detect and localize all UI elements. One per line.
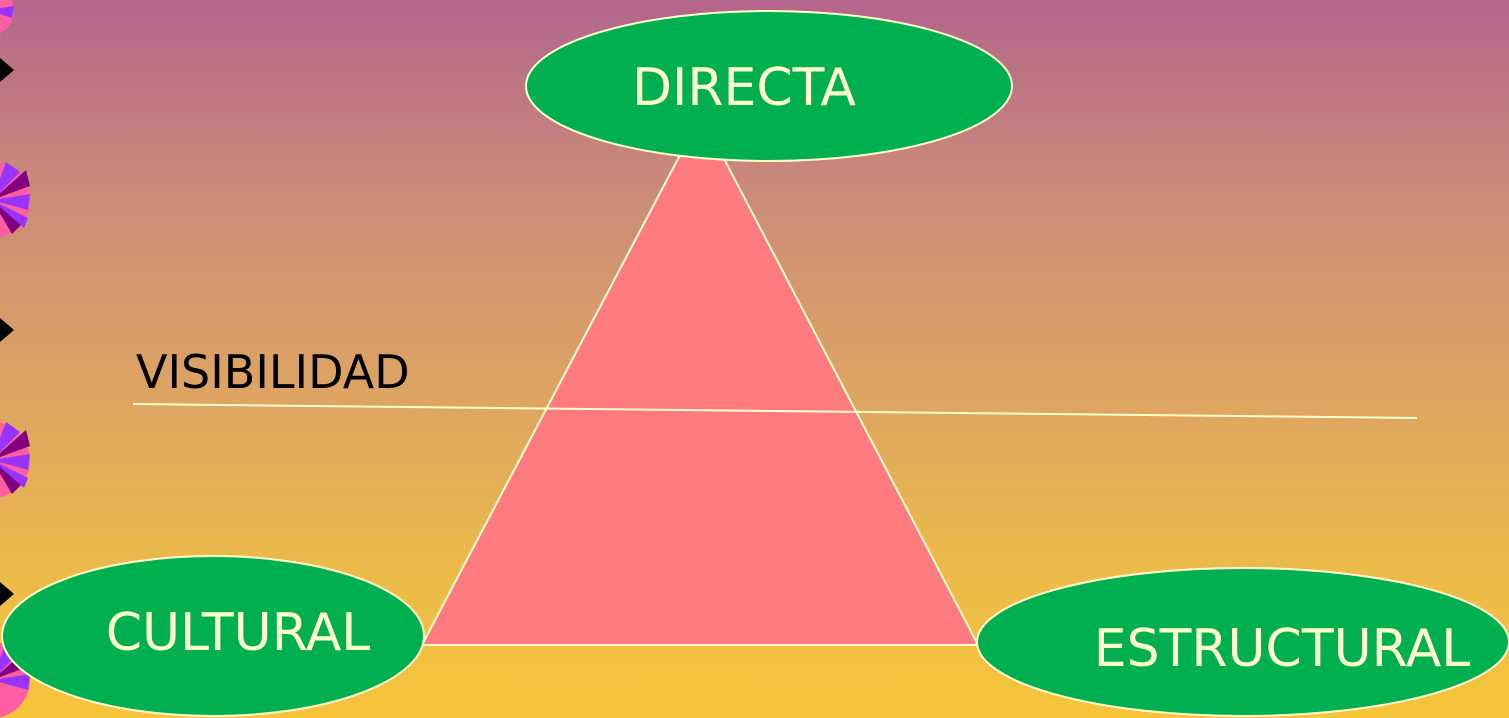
node-directa-label: DIRECTA xyxy=(632,58,856,118)
violence-triangle xyxy=(420,154,980,646)
node-cultural: CULTURAL xyxy=(1,555,425,717)
visibility-label: VISIBILIDAD xyxy=(136,345,410,399)
node-directa-shape xyxy=(525,10,1013,162)
node-directa: DIRECTA xyxy=(525,10,1013,162)
visibility-line xyxy=(132,403,1418,419)
node-estructural-shape xyxy=(976,567,1509,717)
pinwheel-icon xyxy=(0,162,30,238)
pinwheel-icon xyxy=(0,422,30,498)
bullet-arrow-icon xyxy=(0,58,14,82)
node-cultural-shape xyxy=(1,555,425,717)
pinwheel-icon xyxy=(0,0,14,34)
node-estructural-label: ESTRUCTURAL xyxy=(1094,619,1471,679)
node-cultural-label: CULTURAL xyxy=(106,603,371,663)
bullet-arrow-icon xyxy=(0,318,14,342)
side-ornaments xyxy=(0,0,30,718)
bullet-arrow-icon xyxy=(0,582,14,606)
node-estructural: ESTRUCTURAL xyxy=(976,567,1509,717)
